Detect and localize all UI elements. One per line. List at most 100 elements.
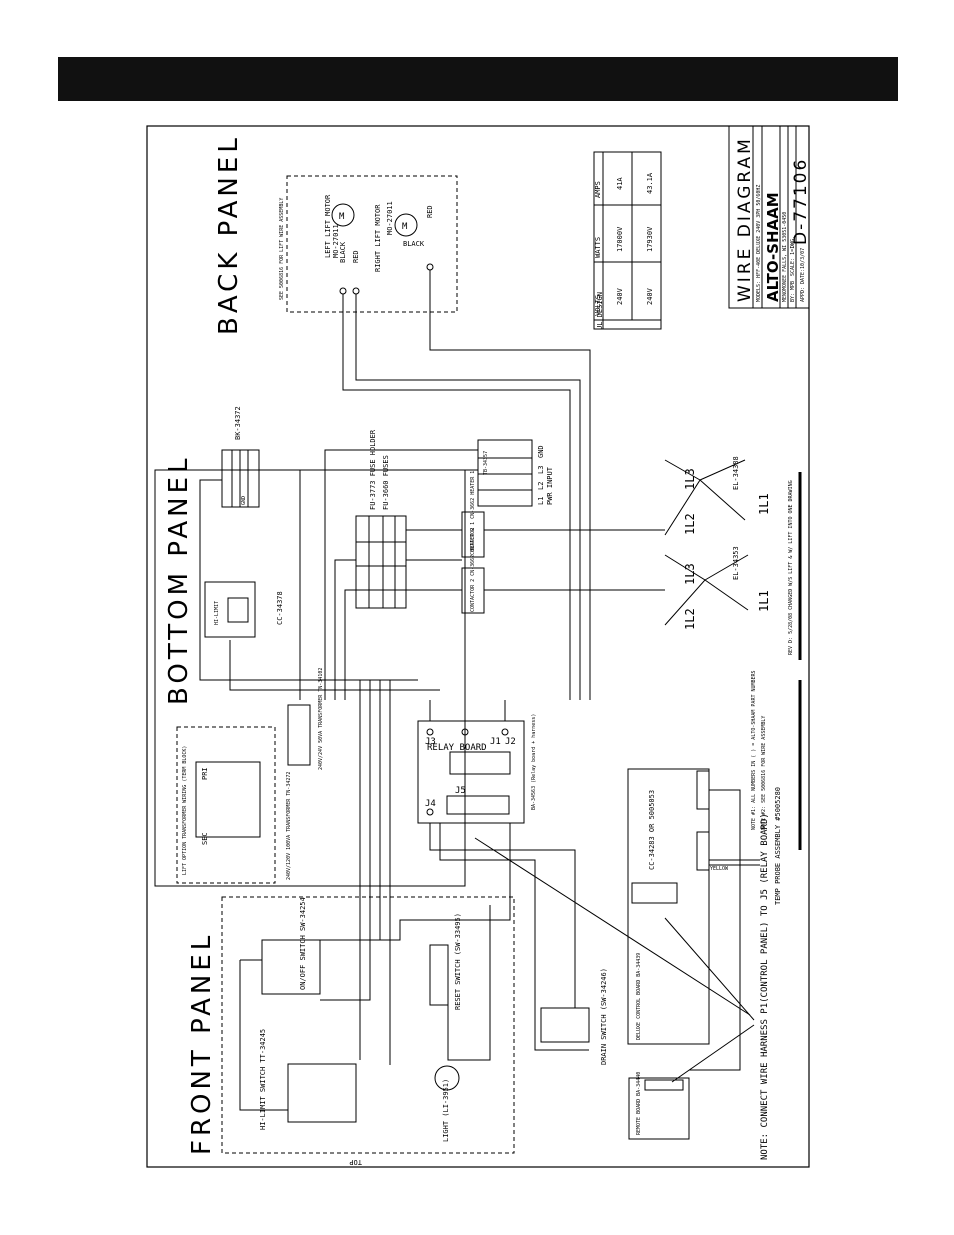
fuses-label: FU-3660 FUSES — [382, 455, 390, 510]
date-text: DATE:10/3/07 — [800, 248, 806, 284]
header-bar — [58, 57, 898, 101]
drawing-number: D-77106 — [791, 158, 811, 245]
ul-design-table: UL DESIGN VOLTS WATTS AMPS 240V 17000V 4… — [593, 151, 662, 330]
ul-header-amps: AMPS — [594, 181, 602, 198]
cc-board-label: CC-34283 OR 5005053 — [648, 790, 656, 870]
pwr-l3: L3 — [537, 466, 545, 474]
ul-header-watts: WATTS — [594, 237, 602, 258]
deluxe-board-label: DELUXE CONTROL BOARD BA-34439 — [636, 953, 642, 1040]
remote-board: REMOTE BOARD BA-34440 — [628, 1072, 690, 1140]
cc-part: CC-34378 HI-LIMIT — [204, 581, 284, 638]
temp-probe-label: TEMP PROBE ASSEMBLY #5005280 — [774, 787, 782, 905]
element-2-1l1: 1L1 — [757, 590, 771, 612]
pwr-gnd: GND — [537, 445, 545, 458]
dwg-text: DWG. — [790, 236, 796, 248]
element-1-1l3: 1L3 — [683, 468, 697, 490]
right-motor-m: M — [402, 222, 408, 232]
light-label: LIGHT (LI-3951) — [442, 1079, 450, 1142]
city-text: MENOMONEE FALLS, WI 53051-0450 — [782, 212, 788, 302]
remote-board-label: REMOTE BOARD BA-34440 — [636, 1072, 642, 1135]
contactor-2-label: CONTACTOR 2 CN-3662 HEATER 2 — [470, 528, 476, 612]
pwr-l2: L2 — [537, 482, 545, 490]
top-label: TOP — [349, 1158, 362, 1166]
rev-note: REV D: 5/28/08 CHANGED W/S LIFT & W/ LIF… — [788, 480, 794, 655]
element-2-label: EL-34353 — [732, 546, 740, 580]
left-motor-part: MO-27011 — [332, 224, 340, 258]
front-panel-label: FRONT PANEL — [187, 932, 217, 1155]
terminal-block: BK-34372 GND — [221, 406, 260, 508]
front-panel-box — [221, 896, 515, 1154]
element-1: EL-34388 1L3 1L2 1L1 — [664, 456, 771, 536]
hi-limit-switch: HI-LIMIT SWITCH TT-34245 — [259, 1029, 357, 1130]
title-block: WIRE DIAGRAM MODELS: HFF-40E DELUXE 240V… — [728, 125, 811, 309]
left-motor-m: M — [339, 212, 345, 222]
element-1-1l2: 1L2 — [683, 513, 697, 535]
on-off-label: ON/OFF SWITCH SW-34254 — [299, 897, 307, 990]
right-motor-black: BLACK — [403, 240, 425, 248]
scale-text: SCALE: 1=1 — [790, 246, 796, 276]
jack-j5: J5 — [455, 786, 466, 796]
jack-j4: J4 — [425, 799, 436, 809]
note-connect: NOTE: CONNECT WIRE HARNESS P1(CONTROL PA… — [760, 813, 770, 1160]
right-motor-red: RED — [426, 205, 434, 218]
pwr-l1: L1 — [537, 497, 545, 505]
relay-board: RELAY BOARD BA-34563 (Relay board + harn… — [417, 714, 537, 824]
pwr-input-label: PWR INPUT — [546, 466, 554, 505]
left-motor-black: BLACK — [339, 241, 347, 263]
relay-part-label: BA-34563 (Relay board + harness) — [531, 714, 537, 810]
transformer-1: 240V/24V 50VA TRANSFORMER TN-34102 — [287, 668, 324, 770]
by-text: BY: MPB — [790, 281, 796, 302]
left-motor-red: RED — [352, 250, 360, 263]
ul-row1-watts: 17000V — [616, 226, 624, 252]
cc-part-label: CC-34378 — [276, 591, 284, 625]
drawing-frame — [146, 125, 810, 1168]
model-text: MODELS: HFF-40E DELUXE 240V 3PH 50/60HZ — [756, 185, 762, 302]
left-motor-label: LEFT LIFT MOTOR — [324, 194, 332, 258]
wires — [199, 270, 760, 1111]
element-1-label: EL-34388 — [732, 456, 740, 490]
contactor-1-label: CONTACTOR 1 CN-3662 HEATER 1 — [470, 471, 476, 555]
on-off-switch: ON/OFF SWITCH SW-34254 — [261, 897, 321, 995]
right-motor-label: RIGHT LIFT MOTOR — [374, 204, 382, 272]
drain-switch: DRAIN SWITCH (SW-34246) — [540, 968, 608, 1065]
ul-row1-amps: 41A — [616, 177, 624, 190]
bottom-panel-box — [154, 469, 466, 887]
brand-logo: ALTO-SHAAM — [764, 192, 782, 302]
terminal-strip-label: TB-34357 — [483, 451, 489, 475]
transformer-1-label: 240V/24V 50VA TRANSFORMER TN-34102 — [318, 668, 324, 770]
fuse-holder: FU-3773 FUSE HOLDER FU-3660 FUSES — [355, 429, 407, 609]
lift-option-label: LIFT OPTION TRANSFORMER WIRING (TERM BLO… — [182, 746, 188, 875]
relay-board-label: RELAY BOARD — [427, 743, 487, 753]
ul-row2-watts: 17930V — [646, 226, 654, 252]
ul-side-label: UL DESIGN — [596, 292, 604, 330]
title-text: WIRE DIAGRAM — [735, 136, 755, 302]
element-2-1l2: 1L2 — [683, 608, 697, 630]
element-2: EL-34353 1L3 1L2 1L1 — [664, 546, 771, 630]
cc-hi-limit: HI-LIMIT — [214, 601, 220, 625]
drain-label: DRAIN SWITCH (SW-34246) — [600, 968, 608, 1065]
left-motor-icon — [331, 203, 355, 227]
jack-j3: J3 — [425, 737, 436, 747]
pri-label: PRI — [201, 767, 209, 780]
appd-text: APPD: — [800, 287, 806, 302]
reset-switch: RESET SWITCH (SW-33495) — [429, 913, 462, 1010]
right-motor-icon — [394, 213, 418, 237]
bottom-panel-label: BOTTOM PANEL — [164, 455, 194, 705]
jack-j2: J2 — [505, 737, 516, 747]
back-panel-label: BACK PANEL — [214, 134, 244, 335]
transformer-2-label: 240V/120V 100VA TRANSFORMER TN-34272 — [286, 772, 292, 880]
element-2-1l3: 1L3 — [683, 563, 697, 585]
jack-j1: J1 — [490, 737, 501, 747]
reset-label: RESET SWITCH (SW-33495) — [454, 913, 462, 1010]
sec-label: SEC — [201, 832, 209, 845]
lift-option-box: LIFT OPTION TRANSFORMER WIRING (TERM BLO… — [176, 726, 292, 884]
terminal-block-label: BK-34372 — [234, 406, 242, 440]
note-2: NOTE #2: SEE 5006816 FOR WIRE ASSEMBLY — [761, 716, 767, 830]
deluxe-control-board: CC-34283 OR 5005053 DELUXE CONTROL BOARD… — [627, 768, 710, 1045]
yellow-label: YELLOW — [710, 866, 729, 872]
see-sheet-note: SEE 5006816 FOR LIFT WIRE ASSEMBLY — [279, 198, 285, 300]
hi-limit-switch-label: HI-LIMIT SWITCH TT-34245 — [259, 1029, 267, 1130]
ul-row2-amps: 43.1A — [646, 172, 654, 194]
ul-header-volts: VOLTS — [594, 295, 602, 316]
